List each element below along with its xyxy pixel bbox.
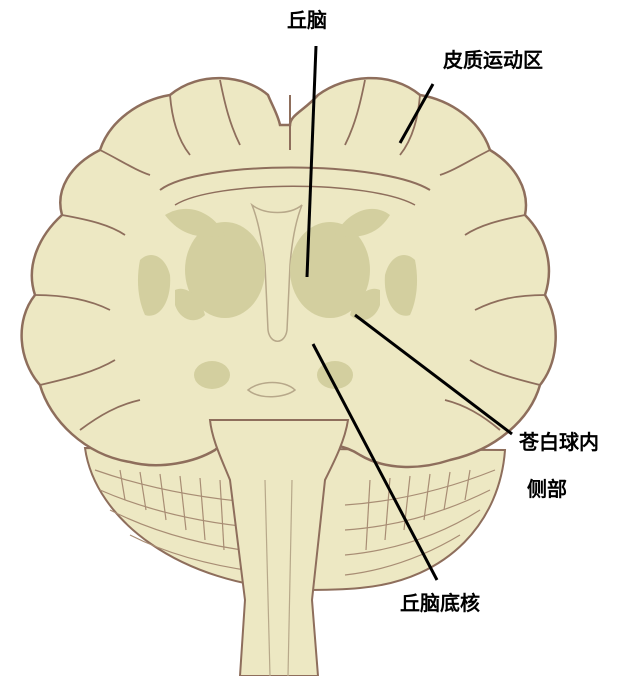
label-thalamus: 丘脑: [287, 10, 327, 30]
label-globus-pallidus-line2: 侧部: [527, 479, 567, 499]
label-motor-cortex: 皮质运动区: [443, 50, 543, 70]
label-globus-pallidus-line1: 苍白球内: [519, 432, 599, 452]
cerebrum: [22, 78, 556, 467]
label-subthalamic-nucleus: 丘脑底核: [400, 593, 480, 613]
